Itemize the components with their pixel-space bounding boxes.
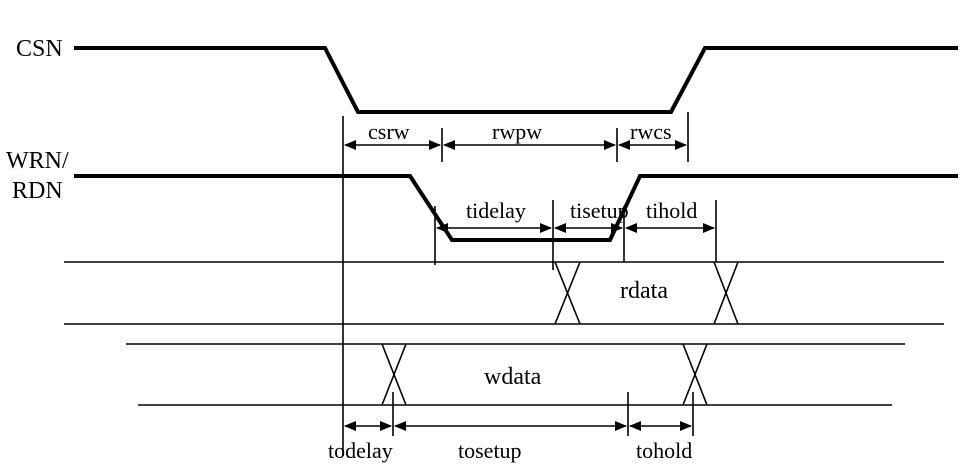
wdata-label: wdata	[484, 364, 542, 390]
wdata-bus	[126, 343, 905, 406]
todelay-label: todelay	[328, 438, 393, 463]
wrn-rdn-waveform	[74, 174, 958, 242]
rwcs-label: rwcs	[630, 119, 672, 144]
rdata-label: rdata	[620, 278, 668, 304]
tosetup-label: tosetup	[458, 438, 522, 463]
tohold-label: tohold	[636, 438, 692, 463]
tidelay-label: tidelay	[466, 198, 526, 223]
rdn-label: RDN	[12, 178, 63, 204]
rwpw-label: rwpw	[492, 119, 542, 144]
rdata-bus	[64, 261, 944, 325]
csn-label: CSN	[16, 36, 63, 62]
csn-waveform	[74, 46, 958, 114]
wrn-label: WRN/	[6, 148, 69, 174]
csrw-label: csrw	[368, 119, 410, 144]
tihold-label: tihold	[646, 198, 697, 223]
tisetup-label: tisetup	[570, 198, 629, 223]
